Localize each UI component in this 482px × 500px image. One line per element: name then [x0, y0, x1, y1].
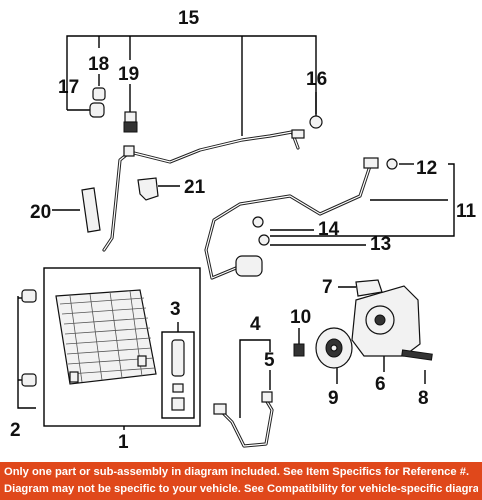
part-18-cap [92, 87, 106, 101]
part-16-oring [309, 115, 323, 129]
part-10-bolt [293, 343, 305, 357]
callout-1: 1 [118, 432, 129, 453]
callout-10: 10 [290, 307, 311, 328]
parts-diagram: 15 18 19 17 16 12 11 21 20 14 13 7 3 10 … [10, 8, 477, 453]
hose-4 [213, 391, 274, 448]
callout-13: 13 [370, 234, 391, 255]
leader-lines [17, 35, 455, 430]
part-2-fittings [21, 289, 37, 387]
callout-14: 14 [318, 219, 340, 240]
footer-line-2: Diagram may not be specific to your vehi… [4, 483, 478, 495]
hose-15 [102, 129, 305, 252]
callout-3: 3 [170, 299, 181, 320]
callout-11: 11 [456, 201, 477, 222]
callout-19: 19 [118, 64, 139, 85]
callout-9: 9 [328, 388, 339, 409]
callout-20: 20 [30, 202, 51, 223]
callout-6: 6 [375, 374, 386, 395]
callout-12: 12 [416, 158, 437, 179]
callout-8: 8 [418, 388, 429, 409]
callout-21: 21 [184, 177, 206, 198]
part-8-bolt [401, 349, 433, 361]
callout-2: 2 [10, 420, 21, 441]
callout-5: 5 [264, 350, 275, 371]
part-3-desiccant-kit [161, 331, 195, 419]
part-19-switch [123, 111, 138, 133]
footer-line-1: Only one part or sub-assembly in diagram… [4, 466, 470, 478]
callout-4: 4 [250, 314, 261, 335]
condenser-1 [43, 267, 201, 427]
disclaimer-footer: Only one part or sub-assembly in diagram… [0, 462, 482, 500]
part-21-clamp [137, 177, 159, 201]
callout-17: 17 [58, 77, 79, 98]
hose-11 [204, 157, 398, 280]
part-17-valve [89, 102, 105, 118]
pulley-9 [315, 327, 353, 369]
compressor-6 [351, 279, 421, 357]
callout-18: 18 [88, 54, 109, 75]
part-20-bracket [81, 187, 101, 233]
callout-7: 7 [322, 277, 333, 298]
callout-15: 15 [178, 8, 200, 29]
